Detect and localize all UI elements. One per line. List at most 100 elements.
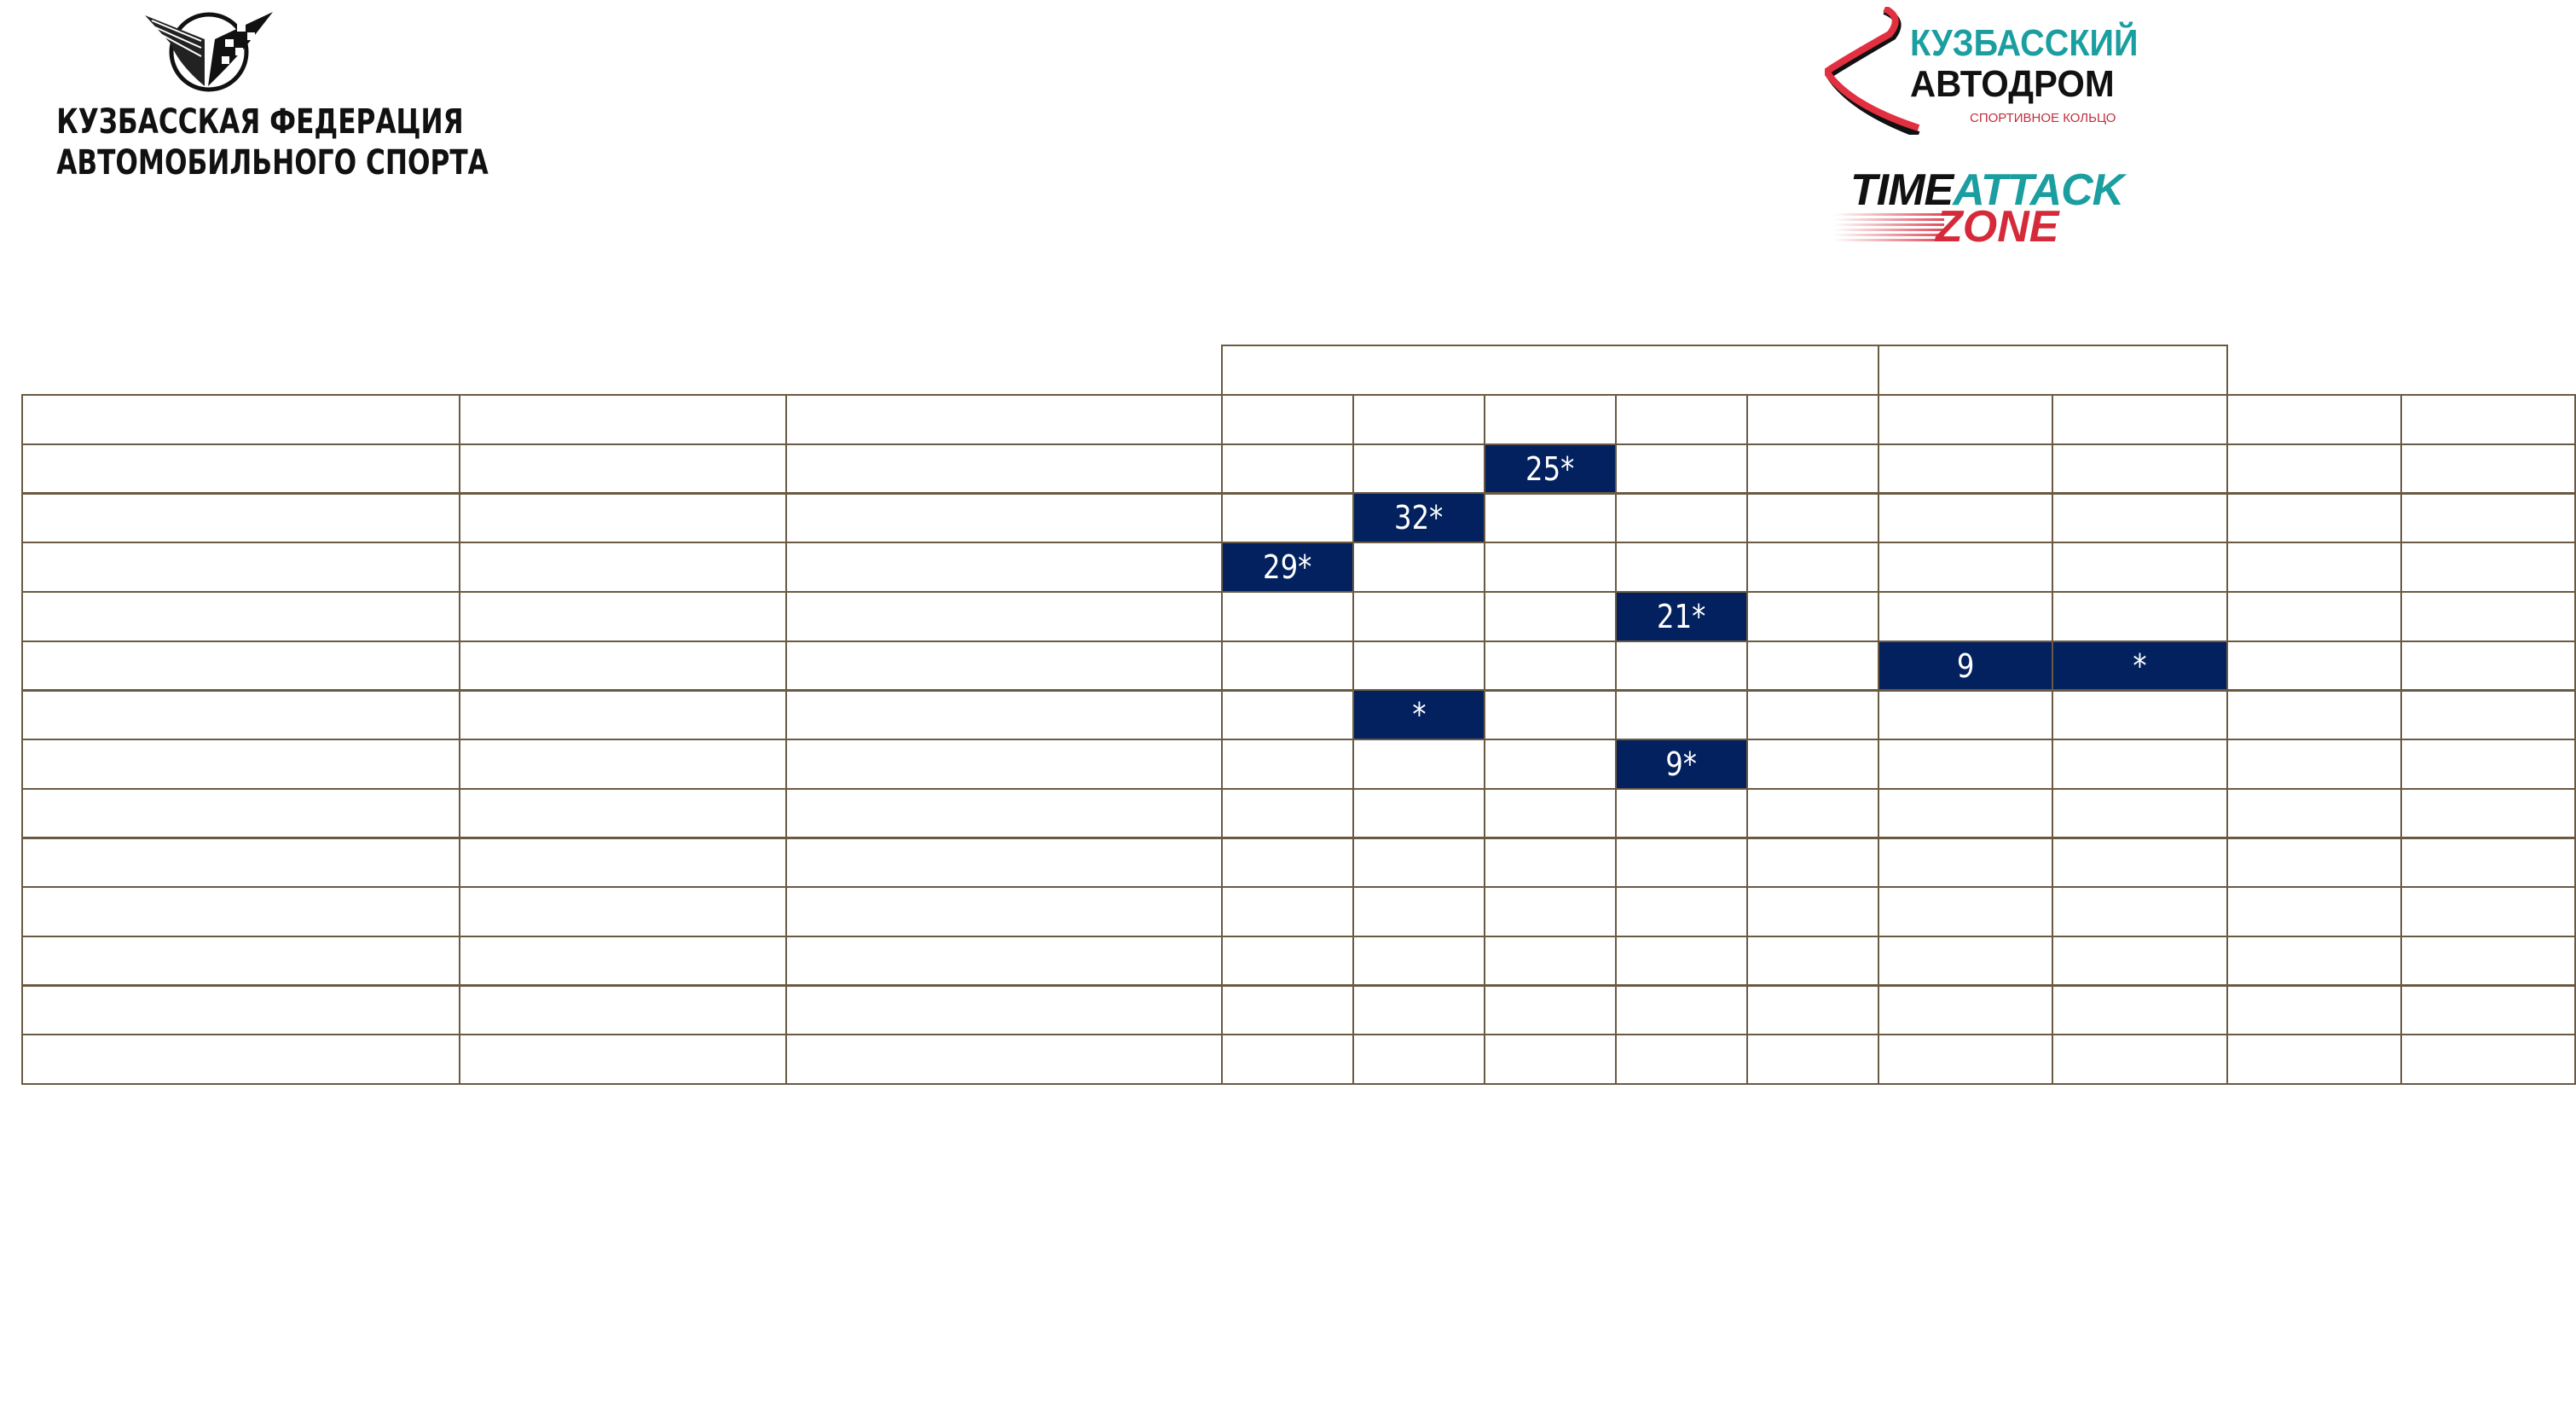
table-cell — [1878, 492, 2053, 543]
column-header-cell — [459, 394, 787, 445]
highlighted-cell: * — [2052, 641, 2228, 692]
table-cell — [1484, 837, 1617, 888]
table-cell — [1878, 936, 2053, 987]
table-cell — [1746, 886, 1879, 937]
table-cell — [2400, 641, 2576, 692]
table-cell — [1484, 984, 1617, 1035]
table-cell — [1221, 689, 1354, 740]
table-cell — [459, 689, 787, 740]
table-cell — [1352, 936, 1485, 987]
table-cell — [1615, 936, 1748, 987]
table-cell — [1221, 591, 1354, 642]
table-cell — [459, 984, 787, 1035]
table-cell — [1221, 739, 1354, 790]
table-cell — [1221, 984, 1354, 1035]
table-cell — [2400, 542, 2576, 593]
table-cell — [785, 936, 1223, 987]
table-cell — [1878, 837, 2053, 888]
table-cell — [1878, 886, 2053, 937]
table-cell — [21, 936, 460, 987]
table-cell — [2226, 788, 2402, 839]
table-cell — [21, 443, 460, 495]
table-cell — [2052, 542, 2228, 593]
table-cell — [2400, 984, 2576, 1035]
table-cell — [1352, 591, 1485, 642]
table-cell — [2226, 936, 2402, 987]
table-cell — [785, 641, 1223, 692]
timeattack-word3: ZONE — [1936, 202, 2059, 252]
table-cell — [785, 788, 1223, 839]
autodrome-tagline: СПОРТИВНОЕ КОЛЬЦО — [1970, 111, 2116, 125]
table-cell — [1878, 1034, 2053, 1085]
cell-value: 29* — [1263, 548, 1312, 586]
table-cell — [1615, 689, 1748, 740]
table-cell — [2052, 443, 2228, 495]
table-cell — [2226, 443, 2402, 495]
table-cell — [785, 984, 1223, 1035]
table-cell — [459, 788, 787, 839]
federation-name-line1: КУЗБАССКАЯ ФЕДЕРАЦИЯ — [56, 102, 464, 142]
table-cell — [1746, 936, 1879, 987]
table-cell — [1746, 1034, 1879, 1085]
table-cell — [459, 837, 787, 888]
table-cell — [1352, 641, 1485, 692]
table-cell — [1615, 443, 1748, 495]
timeattack-word1: TIME — [1850, 165, 1954, 215]
column-header-cell — [2052, 394, 2228, 445]
table-cell — [2400, 739, 2576, 790]
highlighted-cell: 25* — [1484, 443, 1617, 495]
table-cell — [1746, 788, 1879, 839]
table-cell — [2226, 984, 2402, 1035]
column-header-cell — [1615, 394, 1748, 445]
table-cell — [1221, 641, 1354, 692]
timeattack-logo: TIMEATTACK — [1850, 165, 2124, 216]
table-cell — [459, 641, 787, 692]
table-cell — [1484, 591, 1617, 642]
table-cell — [2226, 492, 2402, 543]
table-cell — [1352, 837, 1485, 888]
table-cell — [1484, 936, 1617, 987]
cell-value: * — [1411, 695, 1427, 733]
cell-value: 32* — [1394, 498, 1444, 536]
column-header-cell — [785, 394, 1223, 445]
table-cell — [1746, 492, 1879, 543]
table-cell — [2052, 936, 2228, 987]
table-cell — [2052, 837, 2228, 888]
column-header-cell — [1484, 394, 1617, 445]
table-cell — [1484, 641, 1617, 692]
autodrome-line1: КУЗБАССКИЙ — [1910, 22, 2139, 64]
autodrome-logo: КУЗБАССКИЙ АВТОДРОМ СПОРТИВНОЕ КОЛЬЦО TI… — [1825, 7, 2140, 252]
table-cell — [21, 739, 460, 790]
table-cell — [1878, 689, 2053, 740]
table-cell — [1221, 837, 1354, 888]
table-cell — [2400, 689, 2576, 740]
table-cell — [459, 739, 787, 790]
table-cell — [2052, 689, 2228, 740]
table-cell — [459, 591, 787, 642]
table-cell — [2226, 739, 2402, 790]
table-cell — [2400, 443, 2576, 495]
table-cell — [1221, 886, 1354, 937]
table-cell — [1221, 936, 1354, 987]
table-cell — [1746, 739, 1879, 790]
table-cell — [1615, 788, 1748, 839]
table-cell — [459, 542, 787, 593]
table-cell — [2052, 788, 2228, 839]
table-cell — [459, 886, 787, 937]
federation-logo: КУЗБАССКАЯ ФЕДЕРАЦИЯ АВТОМОБИЛЬНОГО СПОР… — [17, 5, 489, 184]
highlighted-cell: 32* — [1352, 492, 1485, 543]
winged-flag-emblem-icon — [145, 12, 273, 92]
cell-value: 9* — [1665, 745, 1698, 783]
table-cell — [1615, 837, 1748, 888]
highlighted-cell: 21* — [1615, 591, 1748, 642]
table-cell — [1221, 443, 1354, 495]
table-cell — [1484, 788, 1617, 839]
table-cell — [21, 492, 460, 543]
table-cell — [2052, 739, 2228, 790]
table-cell — [2400, 788, 2576, 839]
race-track-icon — [1825, 7, 1920, 135]
table-cell — [1352, 1034, 1485, 1085]
table-cell — [785, 1034, 1223, 1085]
table-cell — [785, 542, 1223, 593]
table-cell — [785, 886, 1223, 937]
